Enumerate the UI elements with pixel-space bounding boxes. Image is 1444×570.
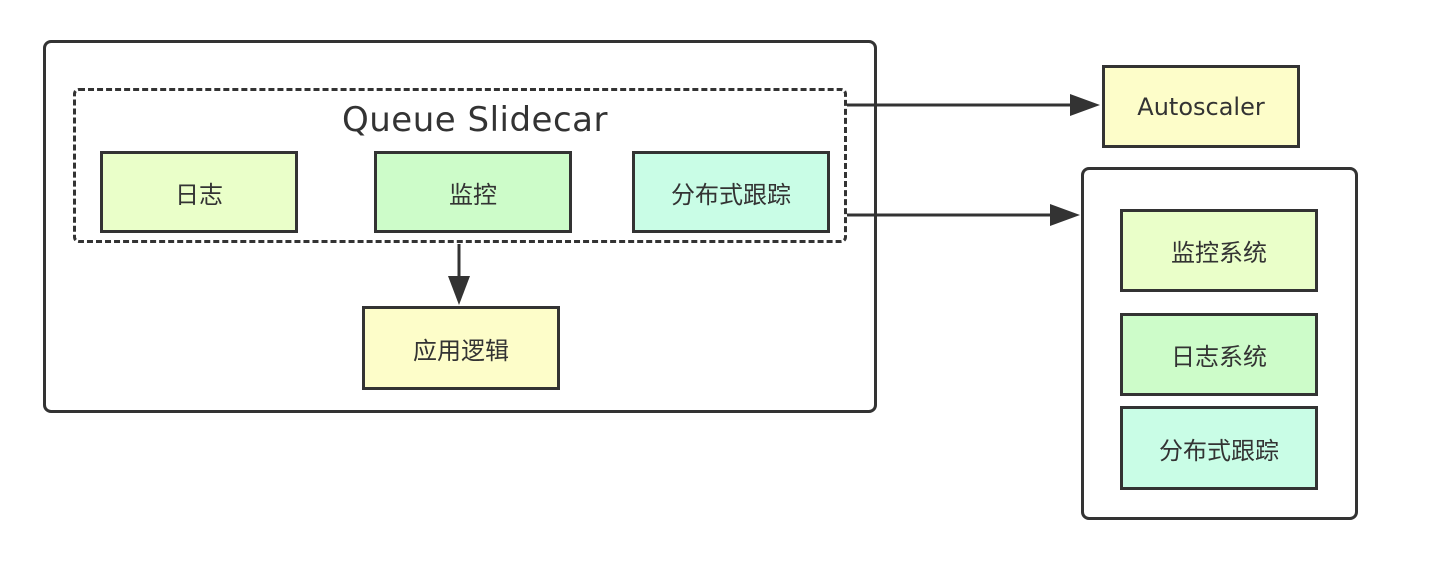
arrowhead-external-systems bbox=[1050, 204, 1080, 226]
autoscaler-box: Autoscaler bbox=[1102, 65, 1300, 148]
logging-system-box: 日志系统 bbox=[1120, 313, 1318, 396]
sidecar-monitoring-box: 监控 bbox=[374, 151, 572, 233]
sidecar-logging-box: 日志 bbox=[100, 151, 298, 233]
app-logic-box: 应用逻辑 bbox=[362, 306, 560, 390]
arrowhead-app-logic bbox=[448, 276, 470, 305]
sidecar-tracing-box: 分布式跟踪 bbox=[632, 151, 830, 233]
sidecar-title: Queue Slidecar bbox=[342, 100, 608, 140]
tracing-system-box: 分布式跟踪 bbox=[1120, 406, 1318, 490]
monitoring-system-box: 监控系统 bbox=[1120, 209, 1318, 292]
arrowhead-autoscaler bbox=[1070, 94, 1100, 116]
sidecar-group bbox=[73, 88, 847, 243]
